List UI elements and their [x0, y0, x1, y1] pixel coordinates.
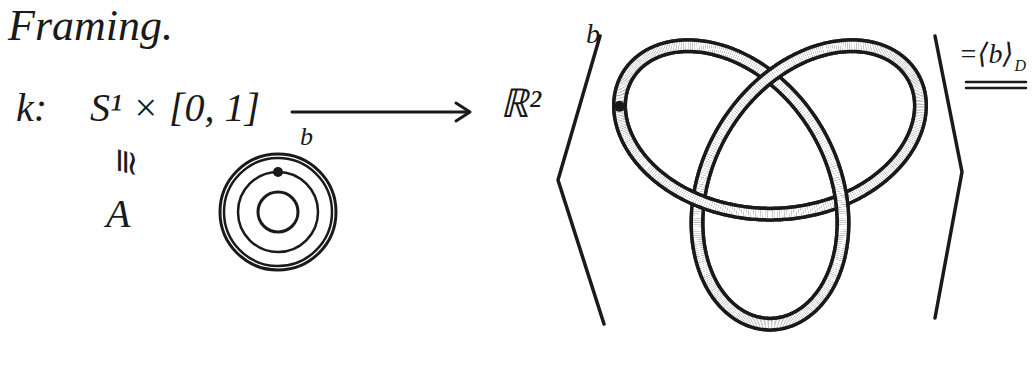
right-angle-bracket: [935, 36, 962, 318]
map-arrow: [292, 103, 470, 121]
double-underline: [966, 82, 1026, 88]
left-angle-bracket: [558, 36, 604, 324]
knot-band: [614, 46, 920, 324]
annulus: [220, 154, 336, 270]
